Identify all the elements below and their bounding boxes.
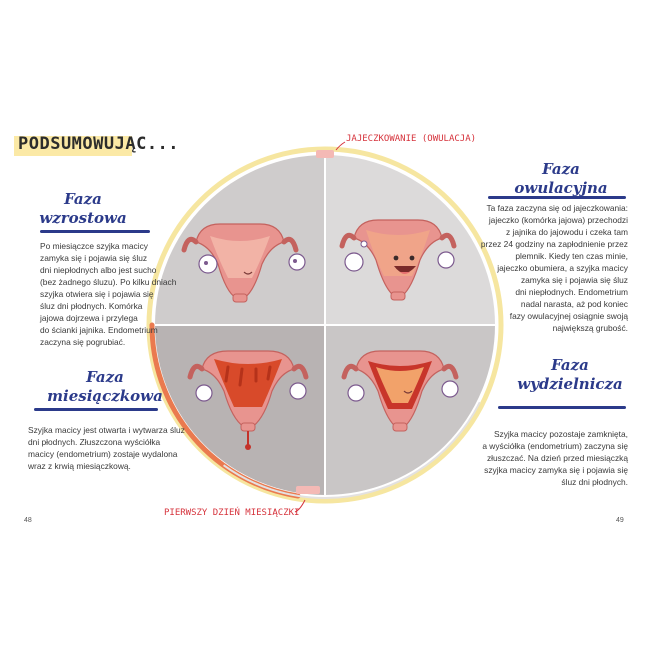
ovulation-label: JAJECZKOWANIE (OWULACJA): [346, 134, 477, 144]
menstrual-phase-title: Faza miesiączkowa: [46, 368, 164, 406]
menstrual-text-line: macicy (endometrium) zostaje wydalona: [28, 449, 178, 459]
first-day-connector: [294, 499, 306, 513]
menstrual-phase-text: Szyjka macicy jest otwarta i wytwarza śl…: [28, 424, 200, 472]
first-day-marker: [296, 486, 320, 494]
ovulatory-title-underline: [488, 196, 626, 199]
secretory-text-line: szyjka macicy zamyka się i pojawia się: [484, 465, 628, 475]
ovulation-marker: [316, 150, 334, 158]
secretory-text-line: a wyściółka (endometrium) zaczyna się: [482, 441, 628, 451]
ovulatory-text-line: największą grubość.: [552, 323, 628, 333]
summary-heading: PODSUMOWUJĄC...: [14, 134, 180, 156]
page-number-right: 49: [616, 517, 624, 524]
secretory-title-underline: [498, 406, 626, 409]
first-day-label: PIERWSZY DZIEŃ MIESIĄCZKI: [164, 508, 300, 518]
growth-text-line: jajowa dojrzewa i przylega: [40, 313, 138, 323]
ovulatory-text-line: dni niepłodnych. Endometrium: [515, 287, 628, 297]
secretory-text-line: śluz dni płodnych.: [561, 477, 628, 487]
secretory-title-line1: Faza: [551, 356, 589, 374]
growth-text-line: (bez żadnego śluzu). Po kilku dniach: [40, 277, 177, 287]
ovulation-connector: [335, 141, 346, 151]
ovulatory-text-line: jajeczko (komórka jajowa) przechodzi: [488, 215, 628, 225]
growth-title-line1: Faza: [64, 190, 102, 208]
uterus-ovulatory-icon: [339, 219, 457, 301]
secretory-phase-title: Faza wydzielnicza: [514, 356, 626, 394]
ovulatory-text-line: z jajnika do jajowodu i czeka tam: [506, 227, 628, 237]
page-number-left: 48: [24, 517, 32, 524]
growth-text-line: zaczyna się pogrubiać.: [40, 337, 126, 347]
secretory-phase-text: Szyjka macicy pozostaje zamknięta, a wyś…: [448, 428, 628, 488]
menstrual-title-line1: Faza: [86, 368, 124, 386]
growth-text-line: Po miesiączce szyjka macicy: [40, 241, 148, 251]
growth-text-line: śluz dni płodnych. Komórka: [40, 301, 143, 311]
ovulatory-title-line1: Faza: [542, 160, 580, 178]
growth-title-line2: wzrostowa: [39, 209, 127, 227]
secretory-text-line: złuszczać. Na dzień przed miesiączką: [486, 453, 628, 463]
secretory-title-line2: wydzielnicza: [517, 375, 623, 393]
growth-title-underline: [40, 230, 150, 233]
growth-text-line: zamyka się i pojawia się śluz: [40, 253, 148, 263]
growth-text-line: do ścianki jajnika. Endometrium: [40, 325, 158, 335]
ovulatory-text-line: plemnik. Kiedy ten czas minie,: [515, 251, 628, 261]
menstrual-text-line: Szyjka macicy jest otwarta i wytwarza śl…: [28, 425, 185, 435]
ovulatory-text-line: fazy owulacyjnej osiągnie swoją: [509, 311, 628, 321]
secretory-text-line: Szyjka macicy pozostaje zamknięta,: [493, 429, 628, 439]
menstrual-title-line2: miesiączkowa: [47, 387, 163, 405]
ovulatory-text-line: Ta faza zaczyna się od jajeczkowania:: [486, 203, 628, 213]
ovulatory-phase-title: Faza owulacyjna: [506, 160, 616, 198]
growth-phase-title: Faza wzrostowa: [38, 190, 128, 228]
uterus-menstrual-icon: [187, 350, 309, 450]
ovulatory-text-line: przez 24 godziny na zapłodnienie przez: [480, 239, 628, 249]
ovulatory-phase-text: Ta faza zaczyna się od jajeczkowania: ja…: [462, 202, 628, 334]
growth-phase-text: Po miesiączce szyjka macicy zamyka się i…: [40, 240, 200, 348]
ring-yellow: [146, 146, 504, 504]
growth-text-line: szyjka otwiera się i pojawia się: [40, 289, 154, 299]
summary-heading-text: PODSUMOWUJĄC...: [18, 134, 180, 154]
menstrual-text-line: dni płodnych. Złuszczona wyściółka: [28, 437, 161, 447]
uterus-secretory-icon: [341, 350, 459, 432]
ovulatory-title-line2: owulacyjna: [514, 179, 608, 197]
ovulatory-text-line: nadal narasta, aż pod koniec: [520, 299, 628, 309]
menstrual-text-line: wraz z krwią miesiączkową.: [28, 461, 131, 471]
ovulatory-text-line: jajeczko obumiera, a szyjka macicy: [497, 263, 628, 273]
growth-text-line: dni niepłodnych albo jest sucho: [40, 265, 157, 275]
uterus-growth-icon: [181, 223, 306, 303]
menstrual-title-underline: [34, 408, 158, 411]
ring-grey-right: [151, 151, 499, 499]
ovulatory-text-line: zamyka się i pojawia się śluz: [520, 275, 628, 285]
